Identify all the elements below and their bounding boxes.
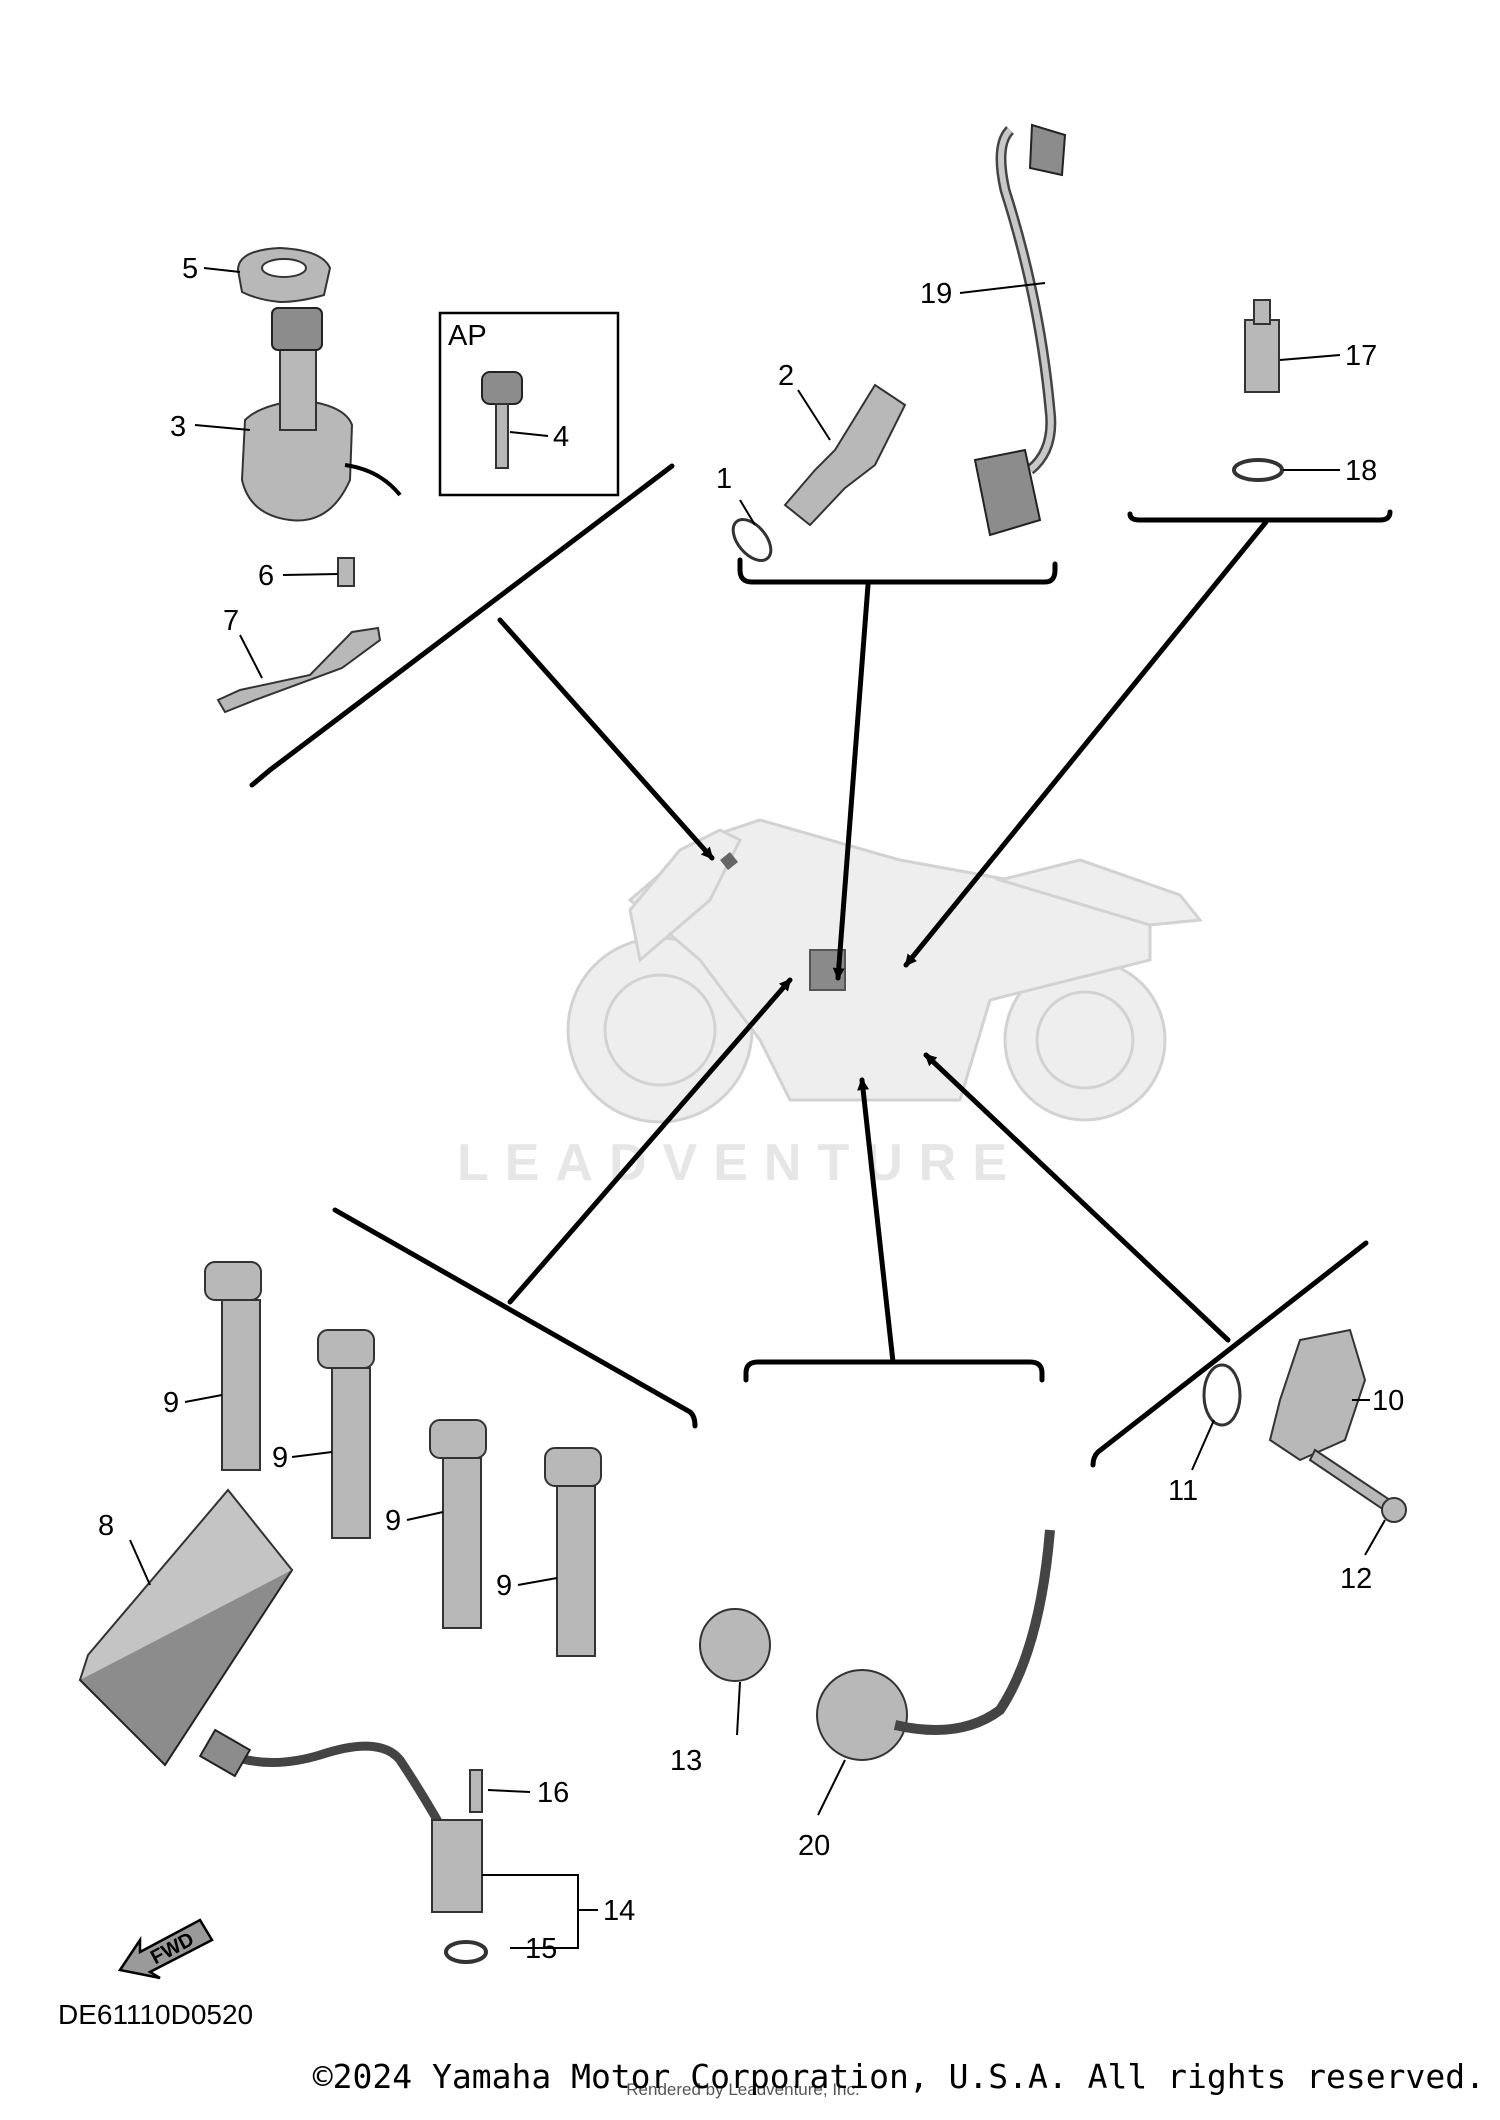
callout-3: 3: [170, 411, 186, 443]
callout-7: 7: [223, 605, 239, 637]
callout-8: 8: [98, 1510, 114, 1542]
part-16-screw: [469, 1769, 483, 1813]
callout-9-c: 9: [385, 1505, 401, 1537]
callout-9-d: 9: [496, 1570, 512, 1602]
callout-16: 16: [537, 1777, 569, 1809]
callout-5: 5: [182, 253, 198, 285]
callout-15: 15: [525, 1933, 557, 1965]
copyright-text: ©2024 Yamaha Motor Corporation, U.S.A. A…: [313, 2057, 1485, 2096]
callout-13: 13: [670, 1745, 702, 1777]
ap-box: [438, 311, 620, 497]
callout-9-b: 9: [272, 1442, 288, 1474]
part-13-sender: [699, 1608, 771, 1682]
callout-2: 2: [778, 360, 794, 392]
part-19-lead: [995, 126, 1057, 475]
callout-18: 18: [1345, 455, 1377, 487]
part-14-sensor: [431, 1819, 483, 1913]
callout-11: 11: [1168, 1475, 1198, 1507]
part-7-plate: [216, 626, 382, 714]
part-9-coil-b: [317, 1329, 375, 1539]
part-1-o-ring: [731, 518, 773, 562]
part-14-sensor-lead: [228, 1741, 444, 1828]
part-12-bolt: [1308, 1448, 1392, 1512]
callout-20: 20: [798, 1830, 830, 1862]
part-4-key: [481, 371, 523, 405]
part-6-screw: [337, 557, 355, 587]
part-10-sensor: [1268, 1328, 1367, 1462]
callout-10: 10: [1372, 1385, 1404, 1417]
callout-12: 12: [1340, 1563, 1372, 1595]
part-15-o-ring: [444, 1940, 488, 1964]
callout-17: 17: [1345, 340, 1377, 372]
part-2-sensor: [783, 383, 907, 527]
ap-label: AP: [448, 320, 487, 352]
callout-14: 14: [603, 1895, 635, 1927]
callout-numbers: 5 3 4 6 7 1 2 19 17 18 9 9 9 9 8 10 11 1…: [98, 253, 1404, 1965]
callout-19: 19: [920, 278, 952, 310]
part-11-o-ring: [1202, 1363, 1242, 1427]
part-9-coil-c: [429, 1419, 487, 1629]
rendered-by-text: Rendered by Leadventure, Inc.: [626, 2080, 859, 2099]
diagram-code: DE61110D0520: [58, 1999, 253, 2030]
watermark-text: LEADVENTURE: [457, 1134, 1023, 1192]
part-20-sensor: [816, 1669, 908, 1761]
part-9-coil-a: [204, 1261, 262, 1471]
callout-leaders: [129, 267, 1386, 1949]
callout-1: 1: [716, 463, 732, 495]
callout-9-a: 9: [163, 1387, 179, 1419]
motorcycle-illustration: [566, 818, 1203, 1124]
fwd-arrow-icon: FWD: [117, 1918, 214, 1980]
part-17-sensor: [1244, 319, 1280, 393]
callout-6: 6: [258, 560, 274, 592]
part-shapes: [78, 123, 1407, 1964]
callout-4: 4: [553, 421, 569, 453]
location-arrows: [497, 519, 1269, 1365]
part-18-washer: [1232, 458, 1284, 482]
part-9-coil-d: [544, 1447, 602, 1657]
